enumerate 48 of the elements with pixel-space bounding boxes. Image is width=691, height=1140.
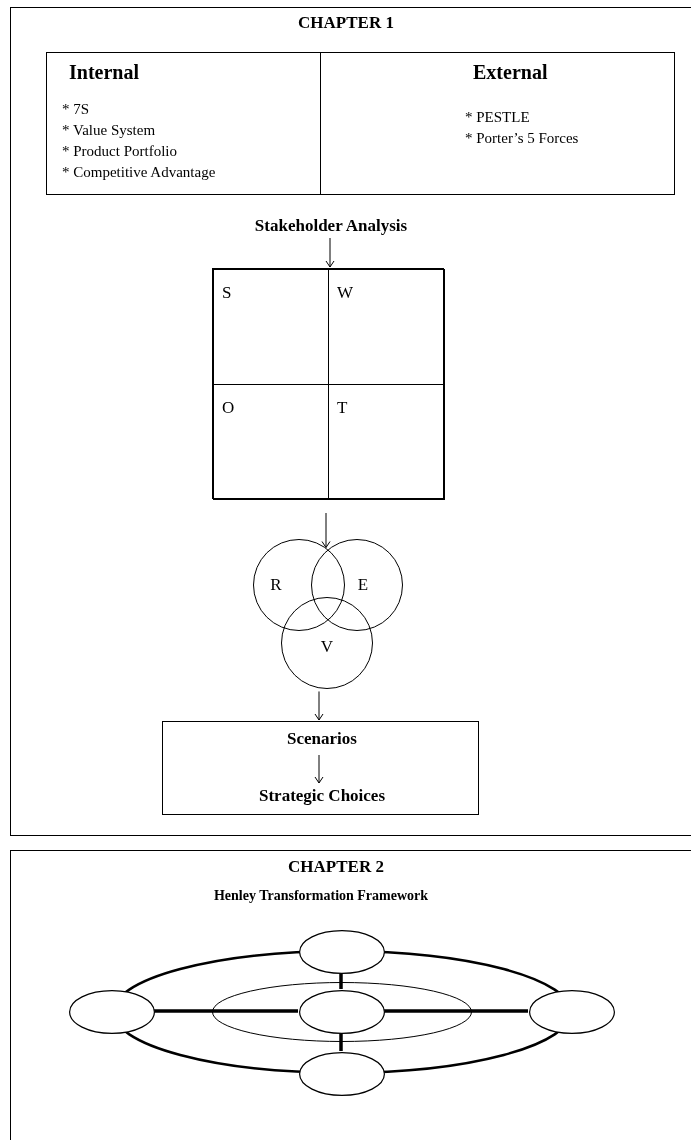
stage-label: Scenarios <box>252 728 392 749</box>
chapter-panel <box>10 7 691 836</box>
circle-letter: V <box>320 637 334 657</box>
grid-cell <box>213 384 329 500</box>
framework-ellipse <box>299 1052 385 1096</box>
circle-letter: R <box>270 575 282 595</box>
chapter-heading: CHAPTER 1 <box>298 13 394 33</box>
arrow <box>325 237 335 268</box>
framework-ellipse <box>529 990 615 1034</box>
framework-ellipse <box>299 930 385 974</box>
inner-ellipse <box>212 982 472 1042</box>
cell-letter: S <box>222 283 232 303</box>
stage-label: Stakeholder Analysis <box>231 215 431 236</box>
cell-letter: O <box>222 398 235 418</box>
list-item: * 7S <box>62 101 90 119</box>
connector-line <box>339 973 343 989</box>
arrow <box>314 754 324 784</box>
box-heading: Internal <box>69 61 139 84</box>
swot-grid <box>212 268 444 499</box>
grid-cell <box>213 269 329 385</box>
outcome-box <box>162 721 479 815</box>
list-item: * Porter’s 5 Forces <box>465 130 579 148</box>
cell-letter: W <box>337 283 354 303</box>
list-item: * Competitive Advantage <box>62 164 216 182</box>
arrow <box>321 512 331 548</box>
connector-line <box>154 1009 298 1013</box>
venn-circle <box>311 539 403 631</box>
connector-line <box>384 1009 528 1013</box>
connector-line <box>339 1033 343 1051</box>
arrow <box>314 690 324 721</box>
list-item: * Product Portfolio <box>62 143 177 161</box>
box-heading: External <box>473 61 548 84</box>
cell-letter: T <box>337 398 348 418</box>
list-item: * Value System <box>62 122 156 140</box>
analysis-box <box>46 52 321 195</box>
venn-circle <box>253 539 345 631</box>
list-item: * PESTLE <box>465 109 530 127</box>
circle-letter: E <box>357 575 369 595</box>
grid-cell <box>328 269 445 385</box>
venn-circle <box>281 597 373 689</box>
framework-title: Henley Transformation Framework <box>213 888 429 905</box>
chapter-panel <box>10 850 691 1140</box>
analysis-box <box>320 52 675 195</box>
grid-cell <box>328 384 445 500</box>
stage-label: Strategic Choices <box>222 785 422 806</box>
chapter-heading: CHAPTER 2 <box>288 857 384 877</box>
framework-ellipse <box>69 990 155 1034</box>
framework-ellipse <box>299 990 385 1034</box>
